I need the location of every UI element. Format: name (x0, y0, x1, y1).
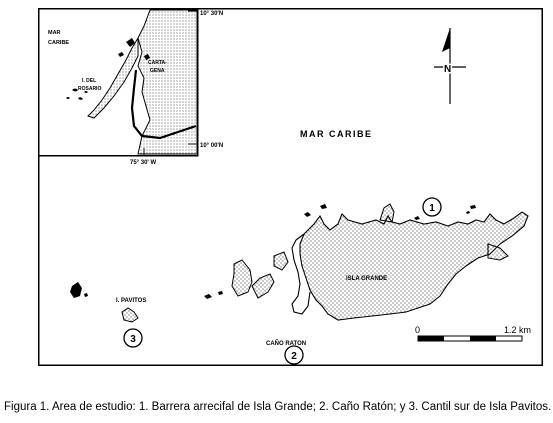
inset-islas-label-2: ROSARIO (78, 86, 101, 92)
inset-sea-label-2: CARIBE (48, 40, 69, 46)
north-label: N (444, 64, 451, 75)
inset-lat-top-label: 10° 30'N (200, 11, 223, 17)
study-area-map: MAR CARIBE CARTA- GENA I. DEL ROSARIO 10… (38, 8, 543, 366)
north-arrow-head (442, 28, 450, 52)
islet-ne-1 (470, 205, 476, 209)
isla-grande-west-lobe (291, 233, 311, 315)
inset-lon-label: 75° 30' W (130, 160, 157, 166)
inset-mainland (137, 9, 198, 155)
isla-pavitos (121, 307, 139, 323)
inset-map: MAR CARIBE CARTA- GENA I. DEL ROSARIO (38, 8, 199, 157)
figure-caption: Figura 1. Area de estudio: 1. Barrera ar… (4, 401, 552, 413)
cano-raton-label: CAÑO RATON (266, 340, 306, 347)
inset-island-a (118, 52, 124, 57)
site-marker-2-number: 2 (291, 351, 297, 362)
site-marker-1-number: 1 (429, 203, 435, 214)
inset-rosario-islands (66, 88, 88, 100)
islet-ne-3 (414, 216, 420, 220)
islet-west-3 (273, 251, 289, 271)
islet-west-5 (218, 291, 223, 295)
north-arrow: N (434, 28, 466, 104)
pavitos-label: I. PAVITOS (116, 298, 146, 304)
islet-north-2 (320, 204, 327, 209)
inset-city-label-1: CARTA- (148, 60, 167, 66)
inset-sea-label-1: MAR (48, 30, 61, 36)
site-marker-3: 3 (123, 328, 143, 348)
inset-island-north (126, 38, 135, 47)
scale-bar: 0 1.2 km (415, 325, 531, 342)
site-marker-3-number: 3 (130, 334, 136, 345)
islet-ne-2 (466, 211, 470, 214)
scale-start-label: 0 (415, 325, 420, 335)
inset-islas-label-1: I. DEL (82, 78, 96, 84)
isla-grande (299, 211, 529, 321)
small-islands (70, 204, 476, 323)
islet-west-2 (251, 273, 275, 299)
inset-island-b (144, 54, 150, 60)
islet-north-1 (304, 212, 311, 217)
site-marker-1: 1 (422, 197, 442, 217)
islet-west-4 (204, 294, 212, 299)
islet-far-west (70, 282, 82, 298)
map-border (38, 8, 543, 366)
isla-grande-north-arm (379, 203, 395, 223)
inset-channel-line (130, 69, 197, 140)
isla-grande-east-tip (487, 243, 509, 261)
inset-peninsula (87, 36, 139, 119)
islet-west-1 (231, 259, 253, 297)
isla-grande-label: ISLA GRANDE (346, 276, 387, 282)
scale-end-label: 1.2 km (504, 325, 531, 335)
inset-city-label-2: GENA (150, 68, 165, 74)
site-marker-2: 2 (284, 345, 304, 365)
islet-far-west-2 (84, 293, 88, 297)
sea-label: MAR CARIBE (300, 129, 373, 139)
inset-lat-bottom-label: 10° 00'N (200, 143, 223, 149)
